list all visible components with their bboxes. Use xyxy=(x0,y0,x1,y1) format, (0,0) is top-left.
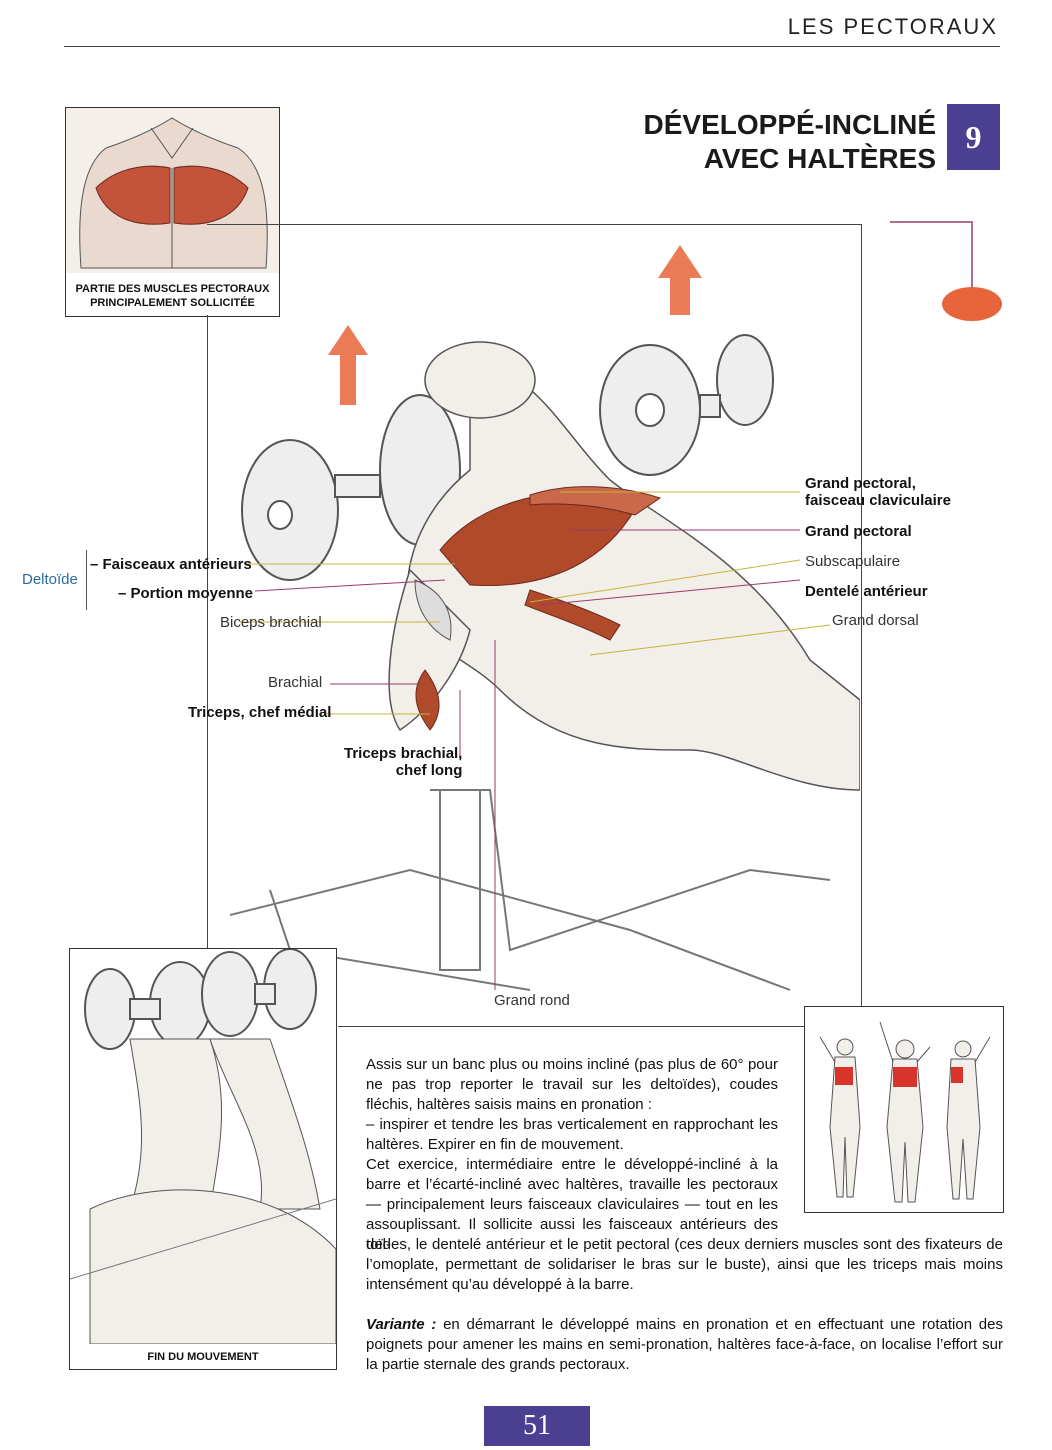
exercise-number: 9 xyxy=(947,104,1000,170)
target-marker xyxy=(890,221,1002,321)
end-position-figure: FIN DU MOUVEMENT xyxy=(69,948,337,1370)
up-arrow-left-icon xyxy=(328,325,368,405)
label-grand-pectoral-clav-line-1: Grand pectoral, xyxy=(805,475,916,492)
label-grand-pectoral-clav-line-2: faisceau claviculaire xyxy=(805,492,951,509)
paragraph-2: – inspirer et tendre les bras verticalem… xyxy=(366,1116,778,1153)
thumbnail-caption: PARTIE DES MUSCLES PECTORAUX PRINCIPALEM… xyxy=(66,282,279,310)
label-biceps-brachial: Biceps brachial xyxy=(220,614,322,631)
page-title: DÉVELOPPÉ-INCLINÉ AVEC HALTÈRES xyxy=(644,108,936,176)
instructions-text: Assis sur un banc plus ou moins incliné … xyxy=(366,1055,778,1255)
thumbnail-caption-line-2: PRINCIPALEMENT SOLLICITÉE xyxy=(90,297,255,309)
label-portion-moyenne: – Portion moyenne xyxy=(118,585,254,602)
header-rule xyxy=(64,46,1000,47)
figure-frame xyxy=(207,224,862,1025)
torso-illustration xyxy=(66,108,279,273)
deltoid-bracket xyxy=(86,550,97,610)
title-line-2: AVEC HALTÈRES xyxy=(703,143,936,174)
up-arrow-right-icon xyxy=(658,245,702,315)
target-muscle-thumbnail: PARTIE DES MUSCLES PECTORAUX PRINCIPALEM… xyxy=(65,107,280,317)
thumbnail-caption-line-1: PARTIE DES MUSCLES PECTORAUX xyxy=(75,283,270,295)
variant-label: Variante : xyxy=(366,1316,437,1333)
text-rule xyxy=(338,1026,804,1027)
label-grand-pectoral: Grand pectoral xyxy=(805,523,912,540)
incline-press-illustration xyxy=(230,245,860,991)
paragraph-3-continued: toïdes, le dentelé antérieur et le petit… xyxy=(366,1236,1003,1293)
label-grand-pectoral-claviculaire: Grand pectoral, faisceau claviculaire xyxy=(805,475,951,509)
label-triceps-chef-long: Triceps brachial, chef long xyxy=(344,745,462,779)
label-triceps-chef-medial: Triceps, chef médial xyxy=(188,704,332,721)
end-position-caption: FIN DU MOUVEMENT xyxy=(147,1351,259,1363)
variant-text: Variante : en démarrant le développé mai… xyxy=(366,1315,1003,1375)
label-subscapulaire: Subscapulaire xyxy=(805,553,901,570)
label-faisceaux-anterieurs: – Faisceaux antérieurs xyxy=(90,556,252,573)
anatomy-figures xyxy=(804,1006,1004,1213)
title-line-1: DÉVELOPPÉ-INCLINÉ xyxy=(643,109,936,140)
paragraph-3: Cet exercice, intermédiaire entre le dév… xyxy=(366,1156,778,1253)
running-head: LES PECTORAUX xyxy=(787,14,998,39)
label-grand-rond: Grand rond xyxy=(494,992,570,1009)
label-triceps-long-line-2: chef long xyxy=(395,762,463,779)
label-dentele-anterieur: Dentelé antérieur xyxy=(805,583,928,600)
variant-body: en démarrant le développé mains en prona… xyxy=(366,1316,1003,1373)
paragraph-1: Assis sur un banc plus ou moins incliné … xyxy=(366,1056,778,1113)
label-deltoide: Deltoïde xyxy=(22,571,78,588)
label-grand-dorsal: Grand dorsal xyxy=(832,612,919,629)
label-triceps-long-line-1: Triceps brachial, xyxy=(344,745,463,762)
end-position-illustration xyxy=(69,948,337,1345)
anatomy-illustration xyxy=(819,1021,991,1203)
label-brachial: Brachial xyxy=(268,674,323,691)
figure-frame-left xyxy=(207,315,208,955)
page-number: 51 xyxy=(484,1406,590,1446)
